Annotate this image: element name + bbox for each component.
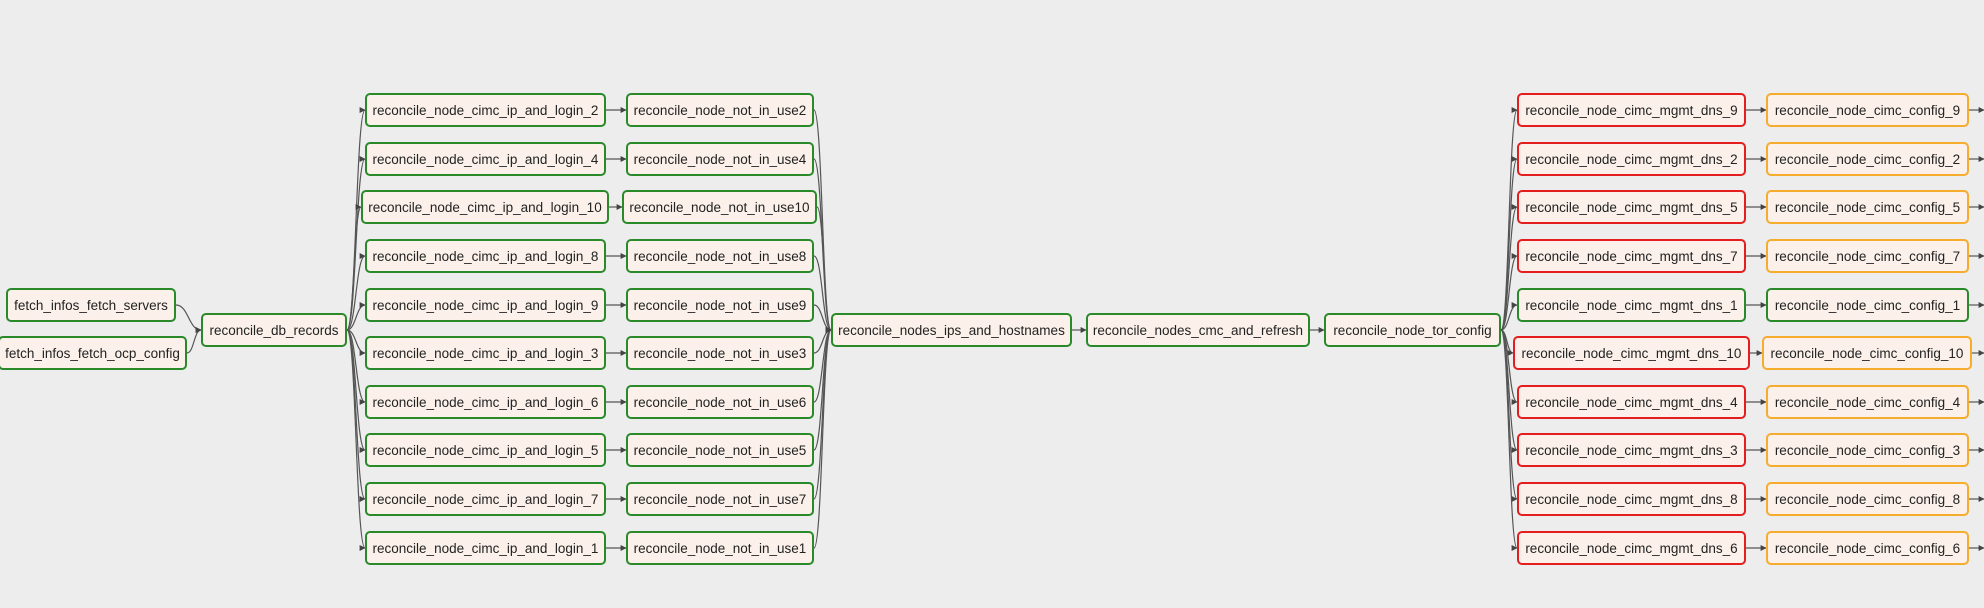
task-node-reconcile-node-cimc-ip-and-login-5[interactable]: reconcile_node_cimc_ip_and_login_5 bbox=[365, 433, 606, 467]
task-node-reconcile-db-records[interactable]: reconcile_db_records bbox=[201, 313, 347, 347]
task-node-reconcile-node-cimc-mgmt-dns-4[interactable]: reconcile_node_cimc_mgmt_dns_4 bbox=[1517, 385, 1746, 419]
edge-tor_config-to-dns_7 bbox=[1500, 253, 1518, 331]
task-node-reconcile-node-cimc-config-9[interactable]: reconcile_node_cimc_config_9 bbox=[1766, 93, 1969, 127]
task-node-reconcile-node-cimc-mgmt-dns-1[interactable]: reconcile_node_cimc_mgmt_dns_1 bbox=[1517, 288, 1746, 322]
task-node-reconcile-node-not-in-use6[interactable]: reconcile_node_not_in_use6 bbox=[626, 385, 814, 419]
edge-db_records-to-ipl_7 bbox=[346, 329, 366, 502]
task-node-reconcile-node-cimc-config-3[interactable]: reconcile_node_cimc_config_3 bbox=[1766, 433, 1969, 467]
task-node-reconcile-nodes-cmc-and-refresh[interactable]: reconcile_nodes_cmc_and_refresh bbox=[1086, 313, 1310, 347]
edge-niu_1-to-ips_hosts bbox=[813, 327, 832, 549]
task-node-reconcile-node-cimc-config-2[interactable]: reconcile_node_cimc_config_2 bbox=[1766, 142, 1969, 176]
edge-fetch_ocp-to-db_records bbox=[186, 327, 202, 354]
task-node-fetch-infos-fetch-servers[interactable]: fetch_infos_fetch_servers bbox=[6, 288, 176, 322]
task-node-reconcile-node-not-in-use2[interactable]: reconcile_node_not_in_use2 bbox=[626, 93, 814, 127]
task-node-reconcile-node-not-in-use5[interactable]: reconcile_node_not_in_use5 bbox=[626, 433, 814, 467]
task-node-reconcile-node-cimc-mgmt-dns-5[interactable]: reconcile_node_cimc_mgmt_dns_5 bbox=[1517, 190, 1746, 224]
edge-niu_7-to-ips_hosts bbox=[813, 327, 832, 500]
task-node-reconcile-node-cimc-ip-and-login-3[interactable]: reconcile_node_cimc_ip_and_login_3 bbox=[365, 336, 606, 370]
edge-tor_config-to-dns_1 bbox=[1500, 302, 1518, 331]
task-node-reconcile-node-cimc-ip-and-login-6[interactable]: reconcile_node_cimc_ip_and_login_6 bbox=[365, 385, 606, 419]
task-node-reconcile-node-cimc-config-8[interactable]: reconcile_node_cimc_config_8 bbox=[1766, 482, 1969, 516]
task-node-reconcile-node-cimc-mgmt-dns-8[interactable]: reconcile_node_cimc_mgmt_dns_8 bbox=[1517, 482, 1746, 516]
task-node-reconcile-node-cimc-config-5[interactable]: reconcile_node_cimc_config_5 bbox=[1766, 190, 1969, 224]
task-node-reconcile-node-cimc-config-7[interactable]: reconcile_node_cimc_config_7 bbox=[1766, 239, 1969, 273]
task-node-reconcile-node-cimc-mgmt-dns-9[interactable]: reconcile_node_cimc_mgmt_dns_9 bbox=[1517, 93, 1746, 127]
edge-db_records-to-ipl_8 bbox=[346, 253, 366, 331]
task-node-reconcile-node-cimc-mgmt-dns-2[interactable]: reconcile_node_cimc_mgmt_dns_2 bbox=[1517, 142, 1746, 176]
task-node-reconcile-node-not-in-use3[interactable]: reconcile_node_not_in_use3 bbox=[626, 336, 814, 370]
edge-db_records-to-ipl_10 bbox=[346, 204, 362, 331]
edge-niu_10-to-ips_hosts bbox=[816, 206, 832, 333]
task-node-reconcile-node-cimc-config-6[interactable]: reconcile_node_cimc_config_6 bbox=[1766, 531, 1969, 565]
task-node-reconcile-node-not-in-use10[interactable]: reconcile_node_not_in_use10 bbox=[622, 190, 817, 224]
edge-tor_config-to-dns_6 bbox=[1500, 329, 1518, 551]
task-node-reconcile-node-cimc-ip-and-login-10[interactable]: reconcile_node_cimc_ip_and_login_10 bbox=[361, 190, 609, 224]
task-node-reconcile-node-cimc-mgmt-dns-6[interactable]: reconcile_node_cimc_mgmt_dns_6 bbox=[1517, 531, 1746, 565]
edge-tor_config-to-dns_2 bbox=[1500, 156, 1518, 331]
edge-db_records-to-ipl_9 bbox=[346, 302, 366, 331]
task-node-reconcile-node-not-in-use8[interactable]: reconcile_node_not_in_use8 bbox=[626, 239, 814, 273]
task-node-reconcile-node-not-in-use1[interactable]: reconcile_node_not_in_use1 bbox=[626, 531, 814, 565]
task-node-reconcile-node-not-in-use9[interactable]: reconcile_node_not_in_use9 bbox=[626, 288, 814, 322]
task-node-reconcile-node-tor-config[interactable]: reconcile_node_tor_config bbox=[1324, 313, 1501, 347]
edge-db_records-to-ipl_1 bbox=[346, 329, 366, 551]
task-node-reconcile-node-cimc-ip-and-login-8[interactable]: reconcile_node_cimc_ip_and_login_8 bbox=[365, 239, 606, 273]
task-node-reconcile-node-cimc-ip-and-login-2[interactable]: reconcile_node_cimc_ip_and_login_2 bbox=[365, 93, 606, 127]
task-node-reconcile-node-cimc-mgmt-dns-10[interactable]: reconcile_node_cimc_mgmt_dns_10 bbox=[1513, 336, 1750, 370]
task-node-reconcile-node-cimc-ip-and-login-7[interactable]: reconcile_node_cimc_ip_and_login_7 bbox=[365, 482, 606, 516]
task-node-reconcile-node-not-in-use7[interactable]: reconcile_node_not_in_use7 bbox=[626, 482, 814, 516]
task-node-reconcile-node-cimc-ip-and-login-1[interactable]: reconcile_node_cimc_ip_and_login_1 bbox=[365, 531, 606, 565]
task-node-reconcile-node-not-in-use4[interactable]: reconcile_node_not_in_use4 bbox=[626, 142, 814, 176]
task-node-fetch-infos-fetch-ocp-config[interactable]: fetch_infos_fetch_ocp_config bbox=[0, 336, 187, 370]
task-node-reconcile-node-cimc-config-4[interactable]: reconcile_node_cimc_config_4 bbox=[1766, 385, 1969, 419]
task-node-reconcile-node-cimc-mgmt-dns-7[interactable]: reconcile_node_cimc_mgmt_dns_7 bbox=[1517, 239, 1746, 273]
task-node-reconcile-node-cimc-ip-and-login-4[interactable]: reconcile_node_cimc_ip_and_login_4 bbox=[365, 142, 606, 176]
task-node-reconcile-node-cimc-config-10[interactable]: reconcile_node_cimc_config_10 bbox=[1762, 336, 1972, 370]
task-node-reconcile-nodes-ips-and-hostnames[interactable]: reconcile_nodes_ips_and_hostnames bbox=[831, 313, 1072, 347]
task-node-reconcile-node-cimc-mgmt-dns-3[interactable]: reconcile_node_cimc_mgmt_dns_3 bbox=[1517, 433, 1746, 467]
task-node-reconcile-node-cimc-ip-and-login-9[interactable]: reconcile_node_cimc_ip_and_login_9 bbox=[365, 288, 606, 322]
edge-fetch_servers-to-db_records bbox=[175, 304, 202, 333]
task-node-reconcile-node-cimc-config-1[interactable]: reconcile_node_cimc_config_1 bbox=[1766, 288, 1969, 322]
